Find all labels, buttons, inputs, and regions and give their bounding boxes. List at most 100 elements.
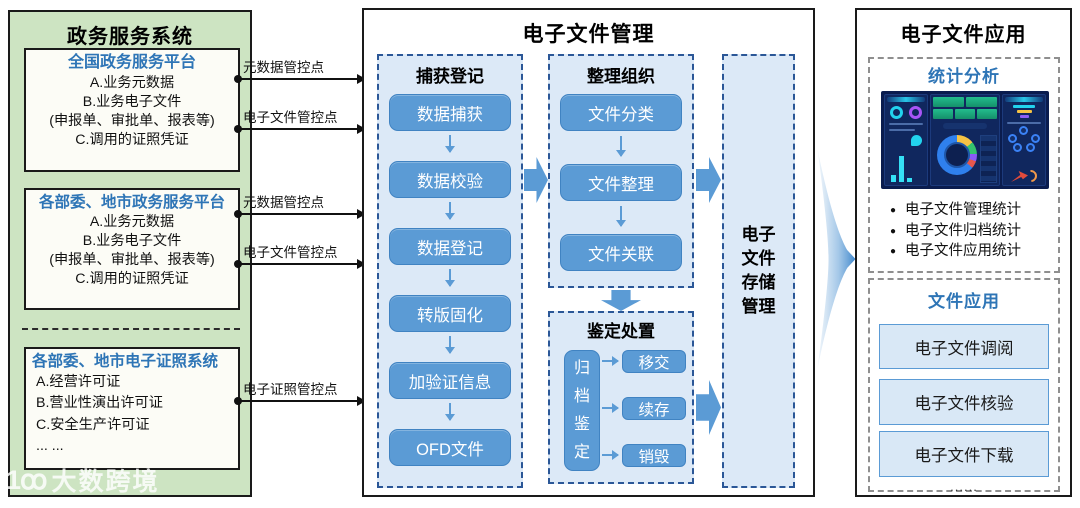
connector-label: 元数据管控点: [243, 195, 324, 210]
storage-label-line: 存储: [741, 273, 776, 292]
bullet-item: 电子文件应用统计: [890, 241, 1021, 262]
panel-edoc-application: 电子文件应用 统计分析: [855, 8, 1072, 497]
info-line: B.业务电子文件: [82, 93, 182, 110]
donut-gauge-icon: [890, 106, 903, 119]
arrow-right-icon: [357, 124, 366, 134]
step-transfer: 移交: [622, 350, 686, 373]
step-continue-storage: 续存: [622, 397, 686, 420]
box-ministry-gov-platform: 各部委、地市政务服务平台 A.业务元数据 B.业务电子文件 (申报单、审批单、报…: [24, 188, 240, 310]
statistics-analysis-title: 统计分析: [928, 67, 1000, 86]
file-application-title: 文件应用: [928, 292, 1000, 311]
step-ofd-file: OFD文件: [389, 429, 511, 466]
dot-icon: [234, 210, 242, 218]
connector-line: [238, 263, 358, 265]
connector-label: 电子证照管控点: [243, 382, 338, 397]
info-line: A.业务元数据: [89, 214, 175, 231]
orange-arc-icon: [1022, 167, 1040, 185]
storage-label-line: 文件: [741, 248, 776, 268]
info-line: (申报单、审批单、报表等): [49, 112, 215, 129]
storage-label-line: 电子: [741, 224, 776, 244]
arrow-right-icon: [357, 259, 366, 269]
dashboard-main: [933, 133, 997, 183]
gradient-arrow-right-icon: [817, 149, 856, 369]
app-edoc-retrieval: 电子文件调阅: [879, 324, 1049, 369]
arrow-right-icon: [602, 402, 619, 413]
data-table-mini: [980, 135, 997, 183]
step-add-verification-info: 加验证信息: [389, 362, 511, 399]
bullet-item: 电子文件管理统计: [890, 200, 1021, 221]
capture-register-title: 捕获登记: [416, 67, 484, 86]
bar-chart-mini: [891, 156, 921, 182]
edoc-application-title: 电子文件应用: [900, 24, 1027, 46]
legend-bar: [1007, 122, 1041, 124]
connector-edoc-control-2: 电子文件管控点: [234, 242, 366, 269]
block-arrow-right-icon: [696, 380, 721, 435]
watermark-logo: 1ꝏ: [6, 464, 48, 495]
dot-icon: [234, 397, 242, 405]
group-edoc-storage-management: 电子 文件 存储 管理: [722, 54, 795, 488]
storage-label-line: 管理: [741, 297, 776, 317]
dashboard-title-band: [942, 123, 988, 129]
arrow-down-icon: [616, 136, 626, 157]
step-archive-appraisal: 归档鉴定: [564, 350, 600, 471]
arrow-right-icon: [357, 74, 366, 84]
bullet-item: 电子文件归档统计: [890, 221, 1021, 242]
legend-bar: [889, 123, 923, 125]
more-ellipsis: ......: [950, 479, 978, 494]
info-line: B.营业性演出许可证: [36, 395, 163, 412]
watermark: 1ꝏ 大数跨境: [6, 462, 160, 498]
arrow-right-icon: [357, 396, 366, 406]
box-elicense-system: 各部委、地市电子证照系统 A.经营许可证 B.营业性演出许可证 C.安全生产许可…: [24, 347, 240, 470]
step-data-verify: 数据校验: [389, 161, 511, 198]
step-data-capture: 数据捕获: [389, 94, 511, 131]
info-line: ... ...: [36, 438, 64, 455]
arrow-right-icon: [602, 355, 619, 366]
stat-tiles: [933, 97, 997, 107]
box-national-gov-platform: 全国政务服务平台 A.业务元数据 B.业务电子文件 (申报单、审批单、报表等) …: [24, 48, 240, 172]
info-line: B.业务电子文件: [82, 233, 182, 250]
step-file-arrange: 文件整理: [560, 164, 682, 201]
info-line: (申报单、审批单、报表等): [49, 252, 215, 269]
dashboard-header-bar: [1005, 97, 1043, 102]
dashed-divider: [22, 328, 240, 330]
panel-edoc-management: 电子文件管理 捕获登记 数据捕获 数据校验 数据登记 转版固化 加验证信息 OF…: [362, 8, 815, 497]
legend-bar: [889, 129, 915, 131]
arrow-right-icon: [602, 449, 619, 460]
arrow-down-icon: [445, 336, 455, 354]
arrow-down-icon: [445, 135, 455, 153]
donut-gauge-icon: [909, 106, 922, 119]
block-arrow-right-icon: [524, 157, 548, 203]
step-file-classify: 文件分类: [560, 94, 682, 131]
connector-line: [238, 78, 358, 80]
archive-appraisal-label: 归档鉴定: [573, 359, 590, 461]
organize-title: 整理组织: [587, 67, 655, 86]
group-statistics-analysis: 统计分析: [868, 57, 1060, 273]
block-arrow-right-icon: [696, 157, 721, 203]
stat-tiles: [933, 109, 997, 119]
step-data-register: 数据登记: [389, 228, 511, 265]
step-file-associate: 文件关联: [560, 234, 682, 271]
info-line: A.经营许可证: [36, 374, 121, 391]
dashboard-left-widgets: [884, 94, 928, 186]
connector-label: 元数据管控点: [243, 60, 324, 75]
connector-line: [238, 400, 358, 402]
ring-chart-icon: [937, 135, 977, 175]
connector-metadata-control-2: 元数据管控点: [234, 192, 366, 219]
connector-label: 电子文件管控点: [243, 245, 338, 260]
dot-icon: [234, 125, 242, 133]
arrow-down-icon: [616, 206, 626, 227]
connector-elicense-control: 电子证照管控点: [234, 379, 366, 406]
elicense-system-title: 各部委、地市电子证照系统: [32, 353, 219, 370]
info-line: C.调用的证照凭证: [75, 131, 189, 148]
app-edoc-download: 电子文件下载: [879, 431, 1049, 477]
connector-line: [238, 213, 358, 215]
gov-service-system-title: 政务服务系统: [67, 26, 193, 48]
group-capture-register: 捕获登记 数据捕获 数据校验 数据登记 转版固化 加验证信息 OFD文件: [377, 54, 523, 488]
connector-edoc-control-1: 电子文件管控点: [234, 107, 366, 134]
funnel-chart-icon: [1005, 105, 1043, 118]
group-organize: 整理组织 文件分类 文件整理 文件关联: [548, 54, 694, 288]
dot-icon: [234, 75, 242, 83]
info-line: C.调用的证照凭证: [75, 271, 189, 288]
info-line: C.安全生产许可证: [36, 416, 150, 433]
group-file-application: 文件应用 电子文件调阅 电子文件核验 电子文件下载 ......: [868, 278, 1060, 494]
